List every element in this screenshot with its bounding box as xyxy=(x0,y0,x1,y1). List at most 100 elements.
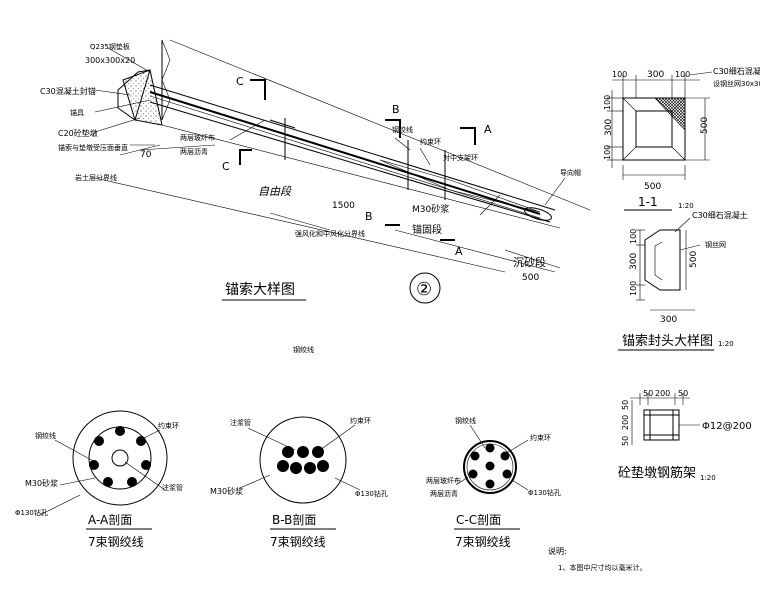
aa-title: A-A剖面 xyxy=(88,513,132,527)
m30-label: M30砂浆 xyxy=(412,203,449,215)
aa-borehole xyxy=(72,410,168,506)
cc-strand-dot xyxy=(470,451,480,461)
cap-plan xyxy=(607,71,713,180)
dim-70-label: 70 xyxy=(140,150,152,160)
bb-m30-label: M30砂浆 xyxy=(210,486,243,496)
detail-scale: 1:20 xyxy=(718,340,734,348)
cap-section xyxy=(636,217,701,311)
anchor-top-line xyxy=(149,84,556,211)
c30-seal xyxy=(117,69,151,121)
notes-heading: 说明: xyxy=(548,546,567,556)
rebar-left-dim-3: 50 xyxy=(621,436,630,446)
section-bottom-dim: 300 xyxy=(660,315,677,325)
section-b-label-top: B xyxy=(392,103,400,116)
anchor-seg-label: 锚固段 xyxy=(412,223,442,236)
bb-title: B-B剖面 xyxy=(272,513,316,527)
rebar-frame xyxy=(630,393,700,445)
bb-subtitle: 7束钢绞线 xyxy=(270,534,326,549)
rebar-top-dim-3: 50 xyxy=(678,389,688,398)
soil-boundary-line xyxy=(139,144,216,151)
plate-size-label: 300x300x20 xyxy=(85,56,135,65)
free-seg-dim xyxy=(94,177,506,273)
strand-label: 钢绞线 xyxy=(392,125,413,134)
aa-grout-label: 注浆管 xyxy=(162,483,183,492)
cc-strand-dot xyxy=(502,469,512,479)
section-c-label-bottom: C xyxy=(222,160,230,173)
section-bb xyxy=(239,416,361,504)
aa-strand-dot xyxy=(89,460,99,470)
cc-strand-dot xyxy=(485,461,495,471)
c30-seal-label: C30混凝土封锚 xyxy=(40,86,96,96)
section-11-label: 1-1 xyxy=(638,195,658,209)
anchor-seg-dim xyxy=(394,229,556,273)
callout-number: ② xyxy=(416,279,432,300)
sand-seg-label: 沉砂段 xyxy=(513,255,546,269)
cap-section-outline xyxy=(644,229,681,291)
guide-cap-label: 导向帽 xyxy=(560,168,581,177)
aa-strand-dot xyxy=(115,426,125,436)
bb-grout-label: 注浆管 xyxy=(230,418,251,427)
bb-strand-dot xyxy=(290,462,302,474)
borehole-line xyxy=(161,124,561,229)
centering-label: 对中支架环 xyxy=(443,153,478,162)
bb-ring-label: 约束环 xyxy=(350,416,371,425)
dim-500-label: 500 xyxy=(522,273,539,283)
c20-pad-label: C20砼垫墩 xyxy=(58,128,98,138)
bb-borehole xyxy=(259,416,347,504)
strand-note: 钢绞线 xyxy=(293,345,314,354)
rebar-bar-note: Φ12@200 xyxy=(702,421,752,432)
section-c-mark-bottom xyxy=(239,149,252,165)
section-a-label-top: A xyxy=(484,123,492,136)
cc-title: C-C剖面 xyxy=(456,513,501,527)
cc-borehole xyxy=(463,440,517,494)
cc-asphalt-label: 两层沥青 xyxy=(430,489,458,498)
section-cc xyxy=(455,424,529,494)
cc-hole-label: Φ130钻孔 xyxy=(528,488,561,497)
main-title: 锚索大样图 xyxy=(225,281,295,298)
cap-inner xyxy=(635,110,673,148)
section-11-scale: 1:20 xyxy=(678,202,694,210)
cc-strand-dot xyxy=(485,443,495,453)
plan-top-dim-2: 300 xyxy=(647,70,664,80)
pad-note-label: 锚索与垫墩受压面垂直 xyxy=(58,143,128,152)
bb-strand-dot xyxy=(317,460,329,472)
bb-strand-dot xyxy=(304,462,316,474)
cc-strand-label: 钢绞线 xyxy=(455,416,476,425)
section-right-dim: 500 xyxy=(689,251,699,268)
section-c-label-top: C xyxy=(236,75,244,88)
plate-label: Q235钢垫板 xyxy=(90,42,130,51)
cc-fiber-label: 两层玻纤布 xyxy=(426,476,461,485)
section-left-dim-1: 100 xyxy=(629,229,638,244)
plan-bottom-dim: 500 xyxy=(644,182,661,192)
aa-subtitle: 7束钢绞线 xyxy=(88,534,144,549)
aa-m30-label: M30砂浆 xyxy=(25,478,58,488)
rebar-title: 砼垫墩钢筋架 xyxy=(618,465,696,481)
section-c30-note: C30细石混凝土 xyxy=(692,210,748,220)
rebar-left-dim-2: 200 xyxy=(621,415,630,430)
section-a-mark-top xyxy=(460,127,476,145)
bb-hole-label: Φ130钻孔 xyxy=(355,489,388,498)
section-mesh-note: 钢丝网 xyxy=(705,240,726,249)
anchor-detail xyxy=(94,39,591,304)
rebar-scale: 1:20 xyxy=(700,474,716,482)
rebar-top-dim-1: 50 xyxy=(643,389,653,398)
bb-strand-dot xyxy=(312,446,324,458)
cc-strand-dot xyxy=(485,479,495,489)
cc-strand-dot xyxy=(468,469,478,479)
detail-title: 锚索封头大样图 xyxy=(622,334,713,349)
two-layer2-label: 两层沥青 xyxy=(180,147,208,156)
aa-grout-pipe xyxy=(111,449,129,467)
ring-label: 约束环 xyxy=(420,137,441,146)
aa-strand-dot xyxy=(127,477,137,487)
cc-subtitle: 7束钢绞线 xyxy=(455,534,511,549)
cc-strand-dot xyxy=(500,451,510,461)
plan-c30-note: C30细石混凝土 xyxy=(713,66,760,76)
dim-1500-label: 1500 xyxy=(332,201,355,211)
guide-cap xyxy=(524,207,552,221)
cc-ring-label: 约束环 xyxy=(530,433,551,442)
section-aa xyxy=(39,410,168,516)
anchor-bottom-line xyxy=(149,101,551,223)
bb-strand-dot xyxy=(277,460,289,472)
section-a-label-bottom: A xyxy=(455,245,463,258)
